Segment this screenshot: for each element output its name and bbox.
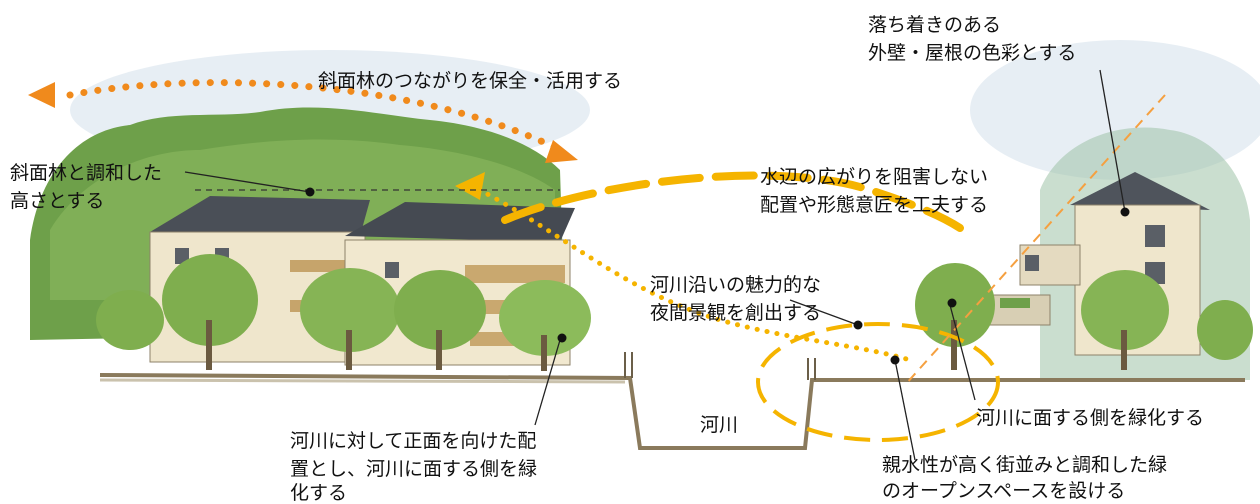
- ground-and-river-channel: [99, 352, 1245, 450]
- label-night-2: 夜間景観を創出する: [650, 302, 822, 324]
- leader-dots: [305, 187, 1130, 365]
- label-river: 河川: [700, 414, 739, 436]
- slope-forest-connection-arrow: [66, 79, 564, 154]
- front-trees-left: [96, 254, 591, 371]
- label-open-space-1: 親水性が高く街並みと調和した緑: [882, 454, 1168, 476]
- label-height-2: 高さとする: [10, 190, 105, 212]
- label-open-space-2: のオープンスペースを設ける: [882, 480, 1126, 502]
- label-facing-1: 河川に対して正面を向けた配: [290, 430, 537, 452]
- arrowhead-right-icon: [545, 140, 578, 163]
- label-greening-river-side: 河川に面する側を緑化する: [976, 407, 1205, 429]
- label-facing-2: 置とし、河川に面する側を緑: [290, 458, 538, 480]
- leader-lines: [184, 69, 1126, 461]
- night-view-dotted-line: [467, 182, 913, 363]
- label-calm-colors-2: 外壁・屋根の色彩とする: [868, 42, 1077, 64]
- label-slope-forest: 斜面林のつながりを保全・活用する: [318, 70, 623, 92]
- label-waterside-2: 配置や形態意匠を工夫する: [760, 194, 989, 216]
- arrowhead-left-icon: [28, 82, 55, 108]
- label-calm-colors-1: 落ち着きのある: [868, 14, 1002, 36]
- label-night-1: 河川沿いの魅力的な: [650, 274, 822, 296]
- label-facing-3: 化する: [290, 482, 348, 504]
- label-height-1: 斜面林と調和した: [10, 162, 163, 184]
- label-waterside-1: 水辺の広がりを阻害しない: [760, 166, 989, 188]
- sight-line-dashed: [904, 94, 1166, 386]
- waterside-expanse-arc: [501, 171, 964, 232]
- open-space-dashed-ellipse: [756, 322, 1000, 442]
